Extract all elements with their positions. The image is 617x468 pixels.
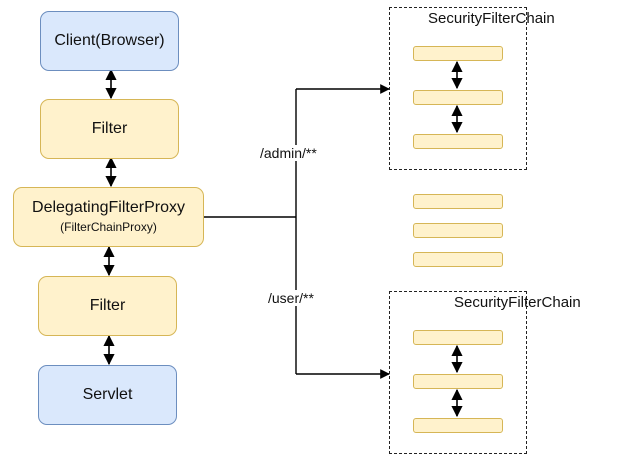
middle-filter-bar <box>413 194 503 209</box>
admin-chain-filter-bar <box>413 46 503 61</box>
client-browser-label: Client(Browser) <box>54 31 165 49</box>
filter-chain-proxy-sublabel: (FilterChainProxy) <box>60 219 157 234</box>
user-chain-filter-bar <box>413 374 503 389</box>
client-browser-node: Client(Browser) <box>40 11 179 71</box>
delegating-filter-proxy-node: DelegatingFilterProxy (FilterChainProxy) <box>13 187 204 247</box>
middle-filter-bar <box>413 252 503 267</box>
user-chain-filter-bar <box>413 418 503 433</box>
user-chain-title: SecurityFilterChain <box>454 294 581 311</box>
user-chain-filter-bar <box>413 330 503 345</box>
filter-top-label: Filter <box>91 119 128 137</box>
delegating-filter-proxy-label: DelegatingFilterProxy <box>32 199 185 217</box>
admin-route-label: /admin/** <box>260 145 317 161</box>
user-route-label: /user/** <box>268 290 314 306</box>
admin-chain-filter-bar <box>413 134 503 149</box>
admin-chain-title: SecurityFilterChain <box>428 10 555 27</box>
user-security-filter-chain <box>389 291 527 454</box>
servlet-label: Servlet <box>82 385 133 403</box>
filter-top-node: Filter <box>40 99 179 159</box>
filter-bottom-node: Filter <box>38 276 177 336</box>
admin-chain-filter-bar <box>413 90 503 105</box>
middle-filter-bar <box>413 223 503 238</box>
filter-bottom-label: Filter <box>89 296 126 314</box>
admin-security-filter-chain <box>389 7 527 170</box>
servlet-node: Servlet <box>38 365 177 425</box>
